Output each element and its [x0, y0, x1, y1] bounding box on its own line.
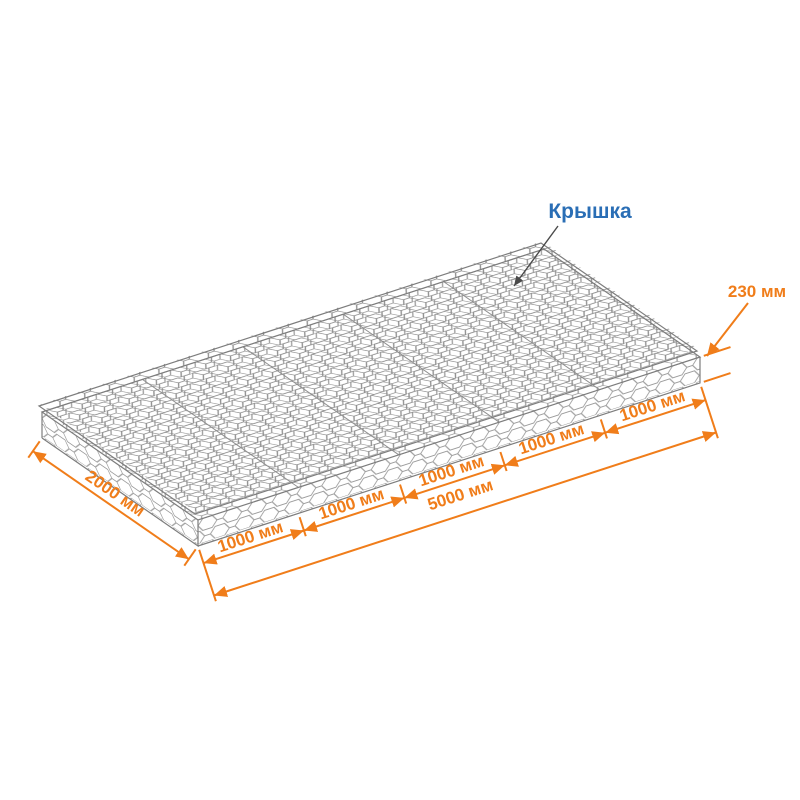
lid-leader-line — [513, 225, 559, 287]
height-dimension-label: 230 мм — [728, 282, 786, 301]
dimension-height-230: 230 мм — [703, 282, 786, 383]
lid-label: Крышка — [548, 200, 632, 223]
lid-callout: Крышка — [513, 200, 632, 287]
mesh-lid — [40, 241, 699, 513]
